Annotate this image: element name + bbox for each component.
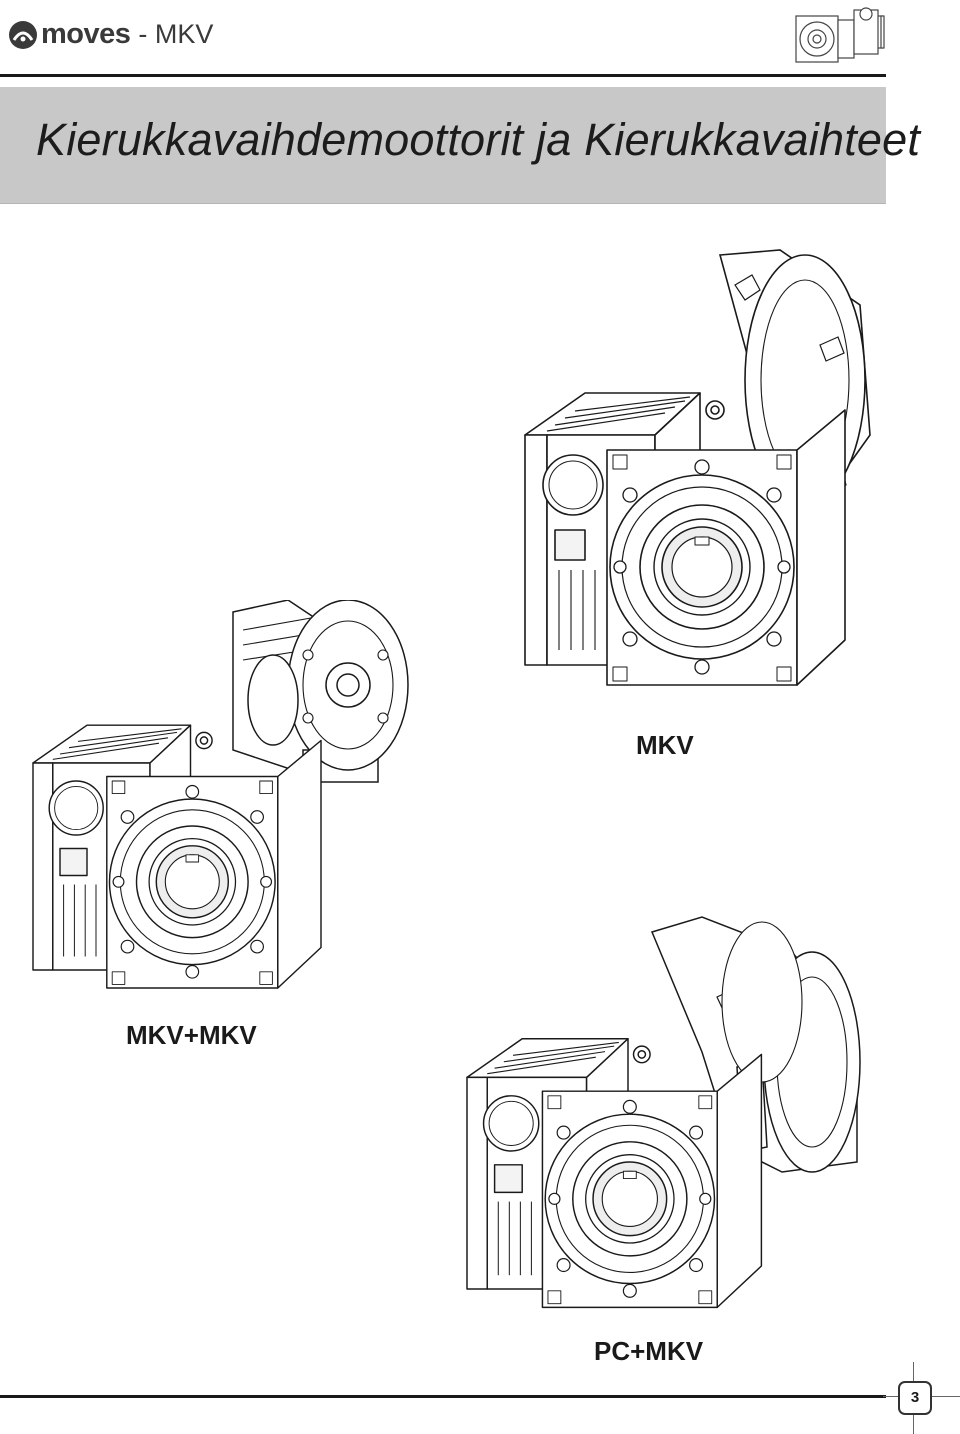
header-divider [0,74,886,77]
moves-logo-icon [9,20,37,49]
footer-divider [0,1395,886,1398]
mkv-gearbox-illustration [524,249,871,686]
pc-plus-mkv-illustration [466,916,861,1309]
mkv-plus-mkv-illustration [32,600,409,989]
gearbox-thumbnail-icon [795,7,885,63]
title-banner [0,87,886,204]
mkv-label: MKV [636,730,694,760]
brand-logo: moves - MKV [8,18,213,51]
page-title: Kierukkavaihdemoottorit ja Kierukkavaiht… [36,114,921,165]
page-header: moves - MKV [0,0,960,80]
pc-plus-mkv-label: PC+MKV [594,1336,704,1366]
document-code: - MKV [138,19,214,49]
mkv-plus-mkv-label: MKV+MKV [126,1020,257,1050]
page-number: 3 [898,1381,932,1415]
brand-name: moves [41,18,131,50]
